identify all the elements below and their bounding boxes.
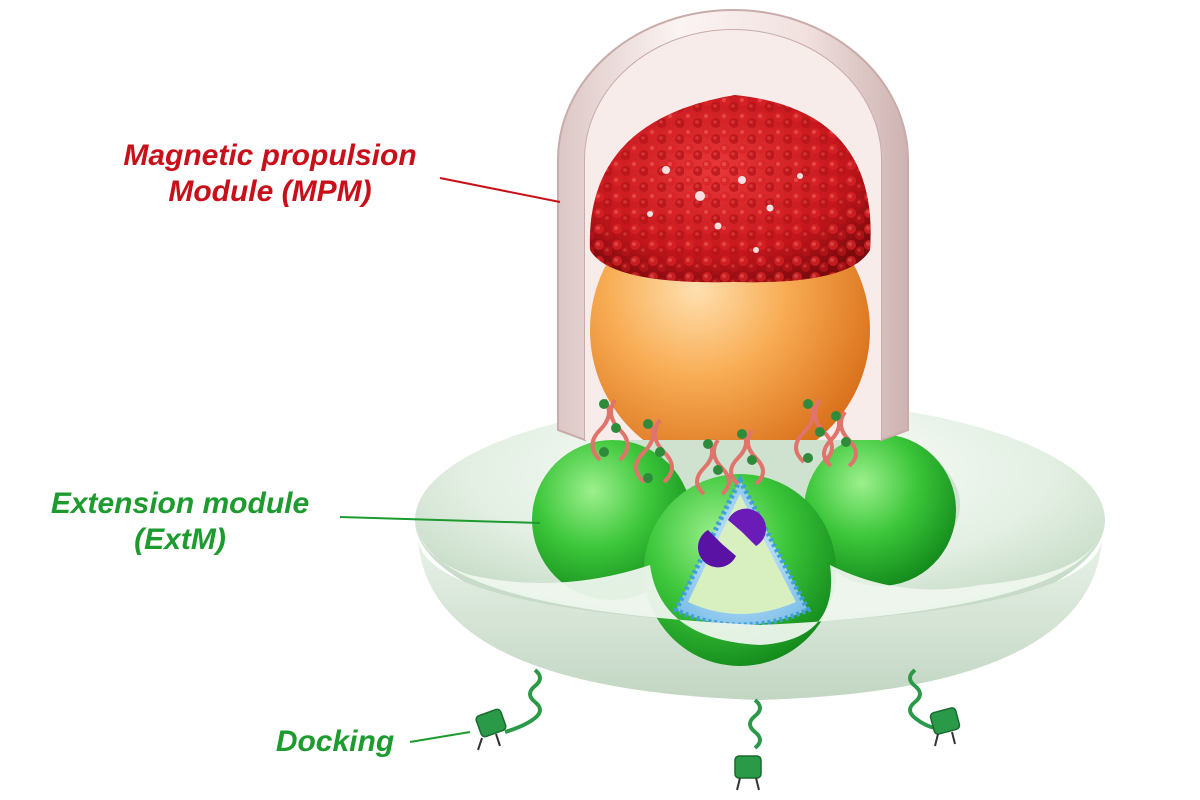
mpm-label: Magnetic propulsion Module (MPM) [60,138,480,210]
extm-label-line1: Extension module [20,486,340,522]
docking-label: Docking [250,724,420,760]
mpm-label-line1: Magnetic propulsion [60,138,480,174]
extm-label-line2: (ExtM) [20,522,340,558]
extm-label: Extension module (ExtM) [20,486,340,558]
docking-label-text: Docking [250,724,420,760]
mpm-label-line2: Module (MPM) [60,174,480,210]
docking-claw-icon [475,707,960,790]
